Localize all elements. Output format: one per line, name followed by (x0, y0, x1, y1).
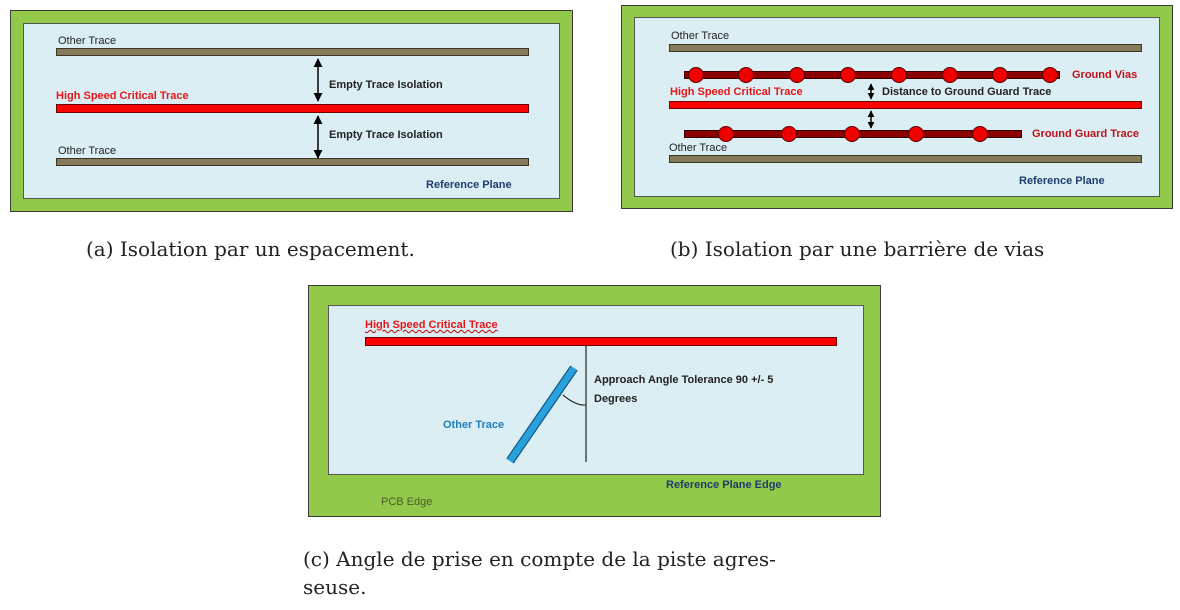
panel-a-other-trace-bottom (56, 158, 529, 166)
panel-a-other-trace-top-label: Other Trace (58, 35, 117, 47)
panel-b-other-trace-bottom-label: Other Trace (669, 142, 728, 154)
panel-b-high-speed-trace (669, 101, 1142, 109)
panel-b-ground-vias-label: Ground Vias (1072, 69, 1138, 81)
panel-b-via-5 (891, 67, 907, 83)
panel-c-angle-label-line2: Degrees (594, 393, 638, 405)
panel-a-high-speed-trace (56, 104, 529, 113)
panel-c-reference-plane-edge-label: Reference Plane Edge (666, 479, 782, 491)
panel-a-other-trace-top (56, 48, 529, 56)
panel-c-other-trace-label: Other Trace (443, 419, 505, 431)
panel-b-guard-via-1 (718, 126, 734, 142)
panel-b-via-7 (992, 67, 1008, 83)
panel-c-high-speed-trace-label: High Speed Critical Trace (365, 319, 498, 331)
panel-b-reference-plane-label: Reference Plane (1019, 175, 1105, 187)
panel-b-ground-guard-trace-label: Ground Guard Trace (1032, 128, 1139, 140)
panel-b-other-trace-top-label: Other Trace (671, 30, 730, 42)
panel-b-distance-label: Distance to Ground Guard Trace (882, 86, 1052, 98)
panel-c-pcb (308, 285, 881, 517)
panel-b-via-fence-trace (684, 71, 1060, 79)
panel-b-other-trace-bottom (669, 155, 1142, 163)
panel-a-caption: (a) Isolation par un espacement. (86, 237, 415, 261)
panel-a-reference-plane-label: Reference Plane (426, 179, 512, 191)
panel-b-via-8 (1042, 67, 1058, 83)
panel-b-caption: (b) Isolation par une barrière de vias (670, 237, 1045, 261)
panel-c-pcb-edge-label: PCB Edge (381, 496, 433, 508)
panel-a-isolation-top-label: Empty Trace Isolation (329, 79, 443, 91)
panel-a-isolation-bottom-label: Empty Trace Isolation (329, 129, 443, 141)
panel-c-caption-line2: seuse. (303, 575, 367, 599)
panel-b-guard-via-4 (908, 126, 924, 142)
panel-b-other-trace-top (669, 44, 1142, 52)
panel-b-via-3 (789, 67, 805, 83)
panel-c-angle-label-line1: Approach Angle Tolerance 90 +/- 5 (594, 374, 774, 386)
panel-a-high-speed-trace-label: High Speed Critical Trace (56, 90, 189, 102)
panel-b-high-speed-trace-label: High Speed Critical Trace (670, 86, 803, 98)
panel-c-reference-plane (328, 305, 864, 475)
panel-b-via-2 (738, 67, 754, 83)
panel-b-guard-via-5 (972, 126, 988, 142)
panel-a-other-trace-bottom-label: Other Trace (58, 145, 117, 157)
panel-b-via-6 (942, 67, 958, 83)
panel-b-guard-via-3 (844, 126, 860, 142)
panel-c-caption-line1: (c) Angle de prise en compte de la piste… (303, 547, 776, 571)
panel-c-high-speed-trace (365, 337, 837, 346)
panel-b-guard-via-2 (781, 126, 797, 142)
panel-b-via-1 (688, 67, 704, 83)
panel-b-via-4 (840, 67, 856, 83)
